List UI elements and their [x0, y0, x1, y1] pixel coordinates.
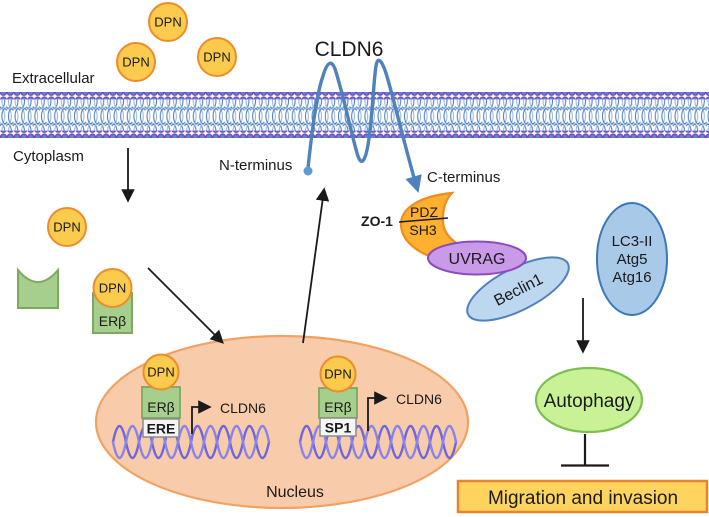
cldn6-protein-curve [306, 58, 422, 193]
cldn6-gene-label: CLDN6 [220, 400, 266, 416]
atg-complex-ellipse: LC3-II Atg5 Atg16 [596, 202, 668, 316]
pdz-sh3-divider [398, 217, 449, 223]
nuclear-translocation-arrow [147, 267, 224, 344]
erb-label: ERβ [147, 399, 175, 415]
dpn-circle [92, 268, 133, 308]
dna-helix-sp1 [298, 424, 458, 460]
zo1-label: ZO-1 [361, 213, 393, 229]
sp1-label: SP1 [325, 420, 352, 436]
n-terminus-label: N-terminus [219, 157, 292, 174]
cldn6-gene-label: CLDN6 [396, 391, 442, 407]
nucleus-label: Nucleus [266, 484, 324, 501]
lc3-ii-label: LC3-II [612, 233, 653, 250]
dpn-circle [142, 353, 180, 391]
cytoplasm-label: Cytoplasm [13, 148, 84, 165]
sp1-site-box [319, 417, 357, 437]
autophagy-ellipse [534, 366, 644, 434]
erb-label: ERβ [99, 313, 127, 329]
membrane-lipid-heads-top [0, 92, 709, 100]
ere-label: ERE [147, 421, 176, 437]
dpn-ligand-extracellular-1: DPN [148, 2, 188, 42]
dpn-circle [319, 355, 357, 393]
dpn-label: DPN [203, 50, 230, 65]
dpn-ligand-cytoplasm: DPN [47, 207, 87, 247]
dpn-ligand-extracellular-3: DPN [197, 37, 237, 77]
ere-site-box [142, 418, 180, 438]
dpn-label: DPN [147, 365, 174, 380]
dpn-circle [47, 207, 87, 247]
uvrag-label: UVRAG [449, 251, 506, 268]
pdz-domain-label: PDZ [410, 204, 438, 220]
c-terminus-label: C-terminus [427, 169, 500, 186]
erb-label: ERβ [324, 399, 352, 415]
dpn-label: DPN [324, 367, 351, 382]
cell-membrane [0, 92, 709, 138]
cldn6-expression-arrow [302, 187, 330, 344]
atg5-label: Atg5 [617, 251, 648, 268]
atg16-label: Atg16 [612, 269, 651, 286]
dpn-circle [197, 37, 237, 77]
ere-transcription-complex: DPN ERβ ERE CLDN6 [141, 353, 266, 438]
dpn-circle [148, 2, 188, 42]
cldn6-title: CLDN6 [315, 38, 384, 61]
transcription-arrow [367, 391, 388, 431]
sh3-domain-label: SH3 [409, 222, 436, 238]
dpn-ligand-extracellular-2: DPN [116, 42, 156, 82]
dpn-label: DPN [122, 55, 149, 70]
erb-receptor-box [141, 386, 181, 419]
dpn-label: DPN [99, 281, 126, 296]
migration-invasion-box [456, 479, 709, 514]
dpn-circle [116, 42, 156, 82]
erb-receptor-empty [17, 267, 59, 309]
dpn-label: DPN [53, 220, 80, 235]
n-terminus-dot [303, 166, 313, 176]
extracellular-label: Extracellular [12, 70, 95, 87]
migration-invasion-label: Migration and invasion [488, 488, 678, 509]
dpn-erb-complex: DPN ERβ [92, 268, 133, 334]
nucleus [94, 334, 470, 510]
dpn-label: DPN [154, 15, 181, 30]
membrane-lipid-tails [0, 99, 709, 131]
atg-complex-shape [596, 202, 668, 316]
dna-helix-ere [111, 424, 271, 460]
membrane-lipid-heads-bottom [0, 130, 709, 138]
uvrag-ellipse [427, 240, 527, 276]
autophagy-label: Autophagy [544, 391, 635, 412]
sp1-transcription-complex: DPN ERβ SP1 CLDN6 [318, 355, 442, 437]
inhibition-tbar [561, 434, 609, 467]
transcription-arrow [191, 400, 212, 434]
